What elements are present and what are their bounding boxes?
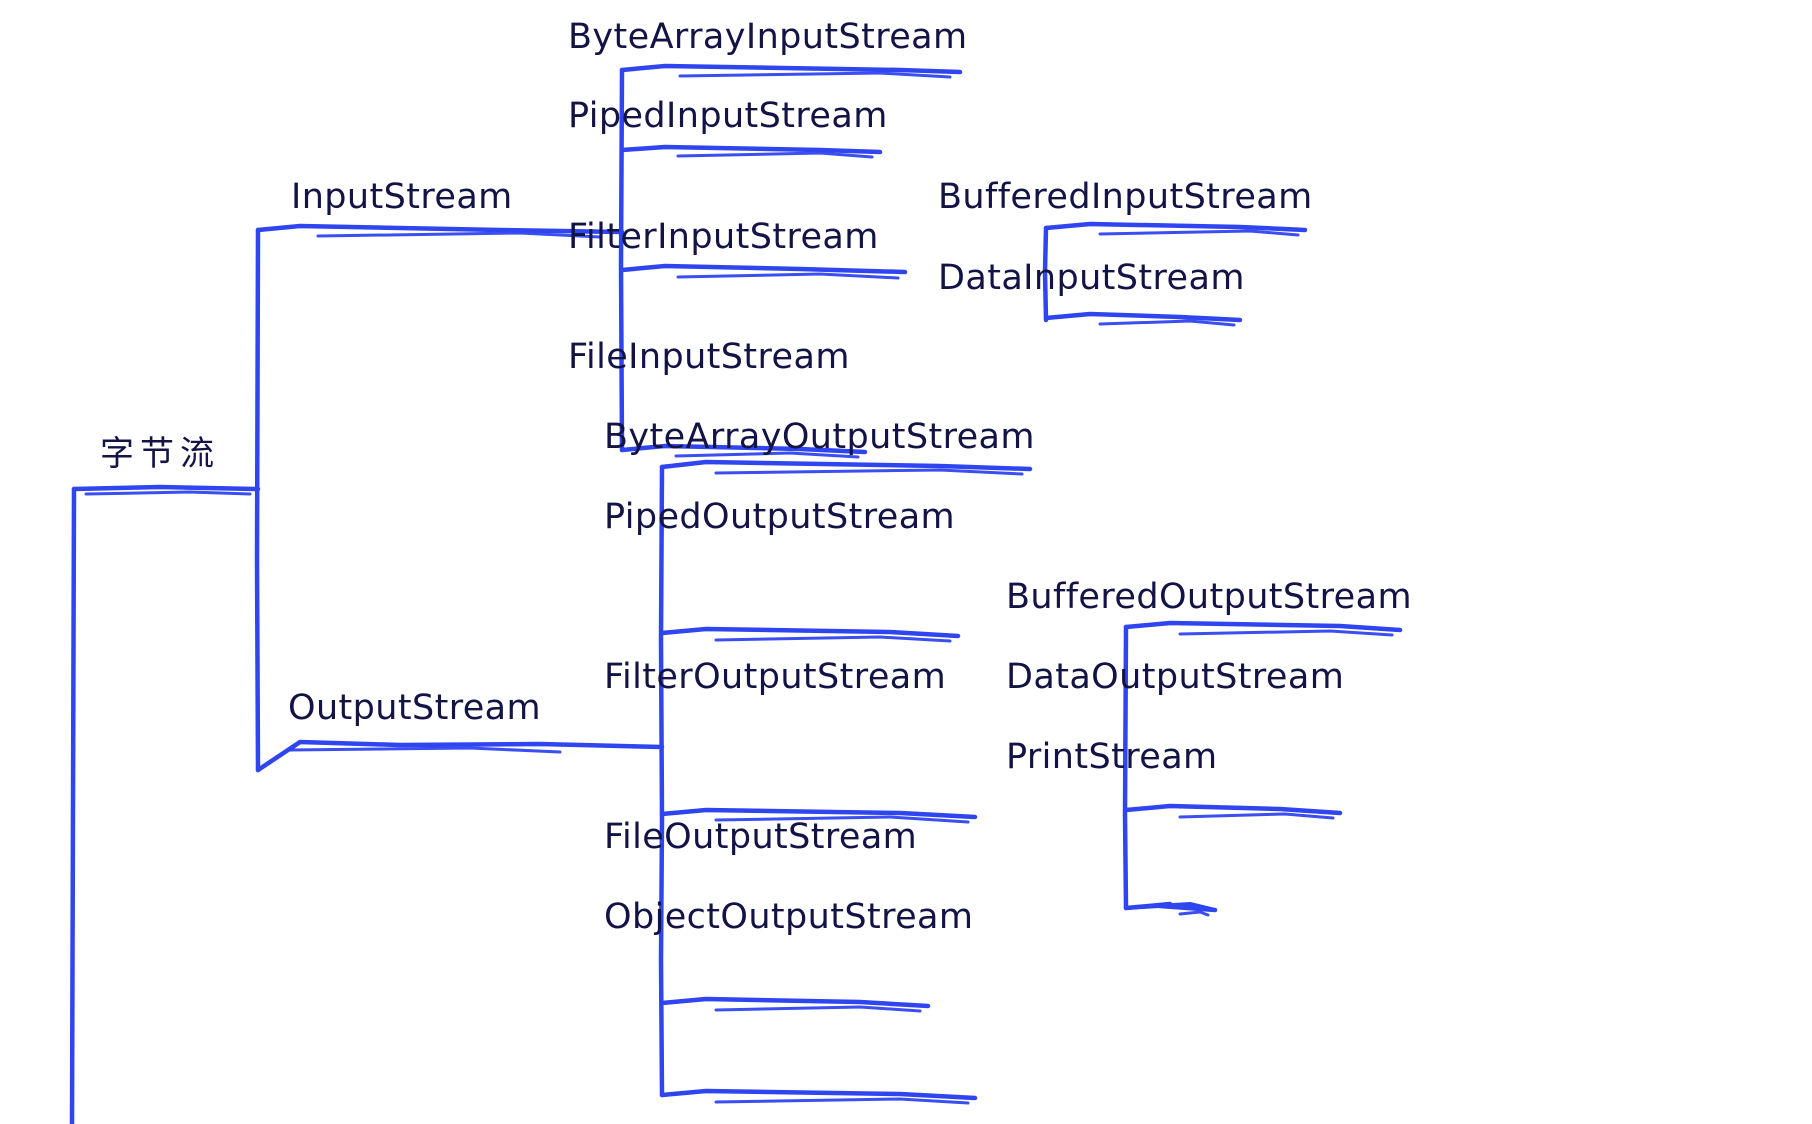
edge-bufferedoutputstream-underline — [1123, 620, 1403, 633]
edge-root-trunk — [69, 486, 77, 1124]
node-filter-output-stream: FilterOutputStream — [604, 657, 947, 697]
node-piped-output-stream: PipedOutputStream — [604, 497, 956, 537]
edge-level2-spine — [254, 227, 261, 773]
node-file-input-stream: FileInputStream — [568, 337, 850, 377]
node-object-output-stream: ObjectOutputStream — [604, 897, 974, 937]
edge-bytearrayinputstream-underline — [619, 63, 963, 75]
edge-pipedinputstream-underline — [619, 144, 883, 155]
node-byte-array-input-stream: ByteArrayInputStream — [568, 17, 968, 57]
edge-pipedoutputstream-underline-2 — [714, 635, 952, 643]
node-file-output-stream: FileOutputStream — [604, 817, 918, 857]
node-print-stream: PrintStream — [1006, 737, 1218, 777]
node-piped-input-stream: PipedInputStream — [568, 96, 888, 136]
node-buffered-output-stream: BufferedOutputStream — [1006, 577, 1412, 617]
edge-outputstream-underline — [255, 739, 665, 773]
edge-printstream-underline — [1123, 901, 1218, 913]
edge-root-underline — [71, 484, 261, 492]
edge-bufferedinputstream-underline-2 — [1098, 229, 1300, 237]
edge-root-underline-2 — [84, 490, 252, 496]
edge-pipedoutputstream-underline — [659, 626, 961, 639]
edge-pipedinputstream-underline-2 — [676, 151, 874, 159]
node-buffered-input-stream: BufferedInputStream — [938, 177, 1313, 217]
edge-datainputstream-underline — [1043, 311, 1243, 323]
edge-outputstream-underline-2 — [288, 746, 562, 754]
node-data-input-stream: DataInputStream — [938, 258, 1245, 298]
edge-filterinputstream-underline-2 — [676, 272, 900, 280]
edge-dataoutputstream-underline-2 — [1178, 812, 1335, 820]
edge-objectoutputstream-underline — [659, 1088, 978, 1101]
edge-bufferedinputstream-underline — [1043, 221, 1308, 233]
node-byte-array-output-stream: ByteArrayOutputStream — [604, 417, 1035, 457]
node-filter-input-stream: FilterInputStream — [568, 217, 879, 257]
edge-printstream-underline-3 — [1124, 902, 1217, 912]
edge-bytearrayoutputstream-underline — [659, 459, 1033, 472]
edge-fileoutputstream-underline — [659, 996, 931, 1009]
edge-printstream-underline-2 — [1178, 910, 1210, 917]
edge-fileoutputstream-underline-2 — [714, 1005, 922, 1013]
edge-outputstream-children-spine — [658, 464, 665, 1098]
edge-bytearrayoutputstream-underline-2 — [714, 468, 1024, 476]
edge-objectoutputstream-underline-2 — [714, 1097, 970, 1105]
node-output-stream: OutputStream — [288, 688, 542, 728]
node-input-stream: InputStream — [291, 177, 513, 217]
edge-datainputstream-underline-2 — [1098, 319, 1236, 327]
node-root: 字节流 — [100, 434, 220, 474]
edge-bufferedoutputstream-underline-2 — [1178, 629, 1394, 637]
edge-inputstream-underline-2 — [316, 231, 602, 239]
edge-filteroutputstream-underline — [659, 807, 978, 820]
edge-dataoutputstream-underline — [1123, 803, 1343, 816]
edge-bytearrayinputstream-underline-2 — [678, 71, 952, 79]
edge-filterinputstream-underline — [619, 263, 908, 275]
node-data-output-stream: DataOutputStream — [1006, 657, 1345, 697]
